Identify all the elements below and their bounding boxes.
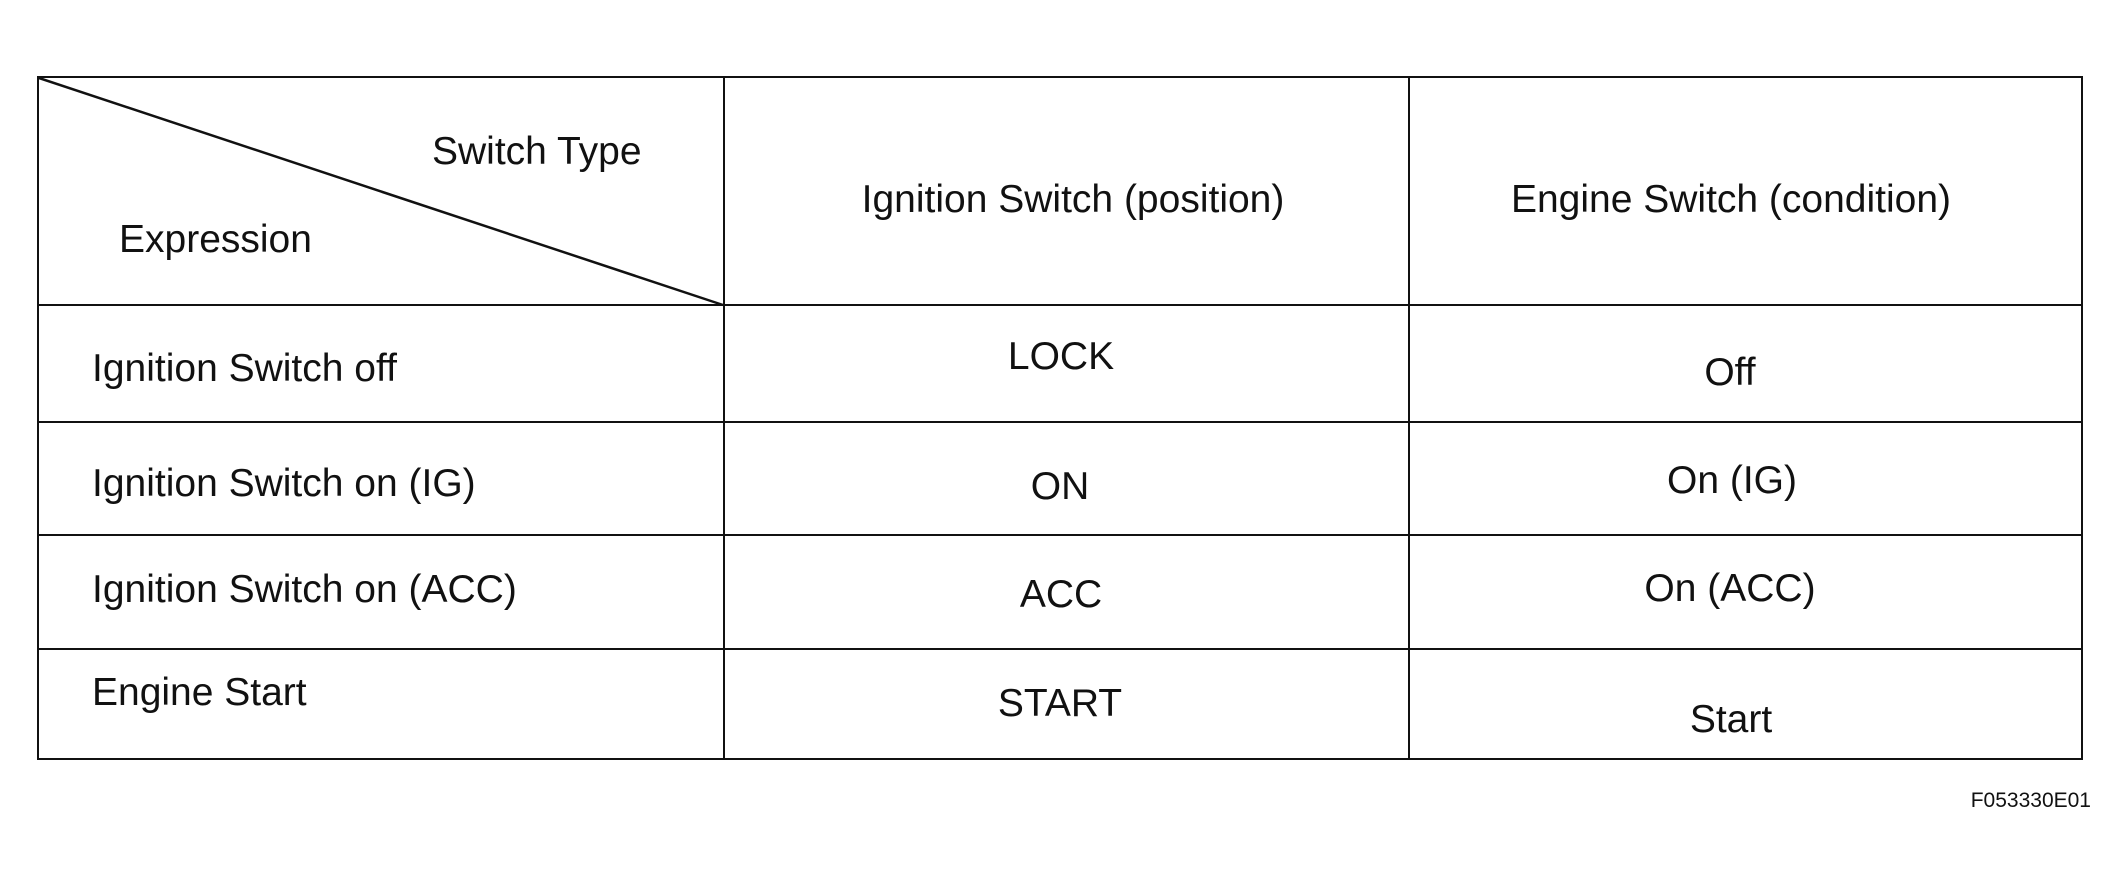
row-divider bbox=[39, 421, 2081, 423]
header-corner-switch-type: Switch Type bbox=[432, 130, 642, 173]
row-divider bbox=[39, 648, 2081, 650]
column-divider bbox=[1408, 78, 1410, 758]
row-expression: Engine Start bbox=[92, 671, 307, 714]
row-position: LOCK bbox=[1007, 335, 1115, 378]
row-condition: Start bbox=[1689, 698, 1773, 741]
row-divider bbox=[39, 534, 2081, 536]
row-position: START bbox=[997, 682, 1123, 725]
row-position: ACC bbox=[1019, 573, 1103, 616]
row-expression: Ignition Switch off bbox=[92, 347, 397, 390]
row-condition: On (ACC) bbox=[1644, 567, 1816, 610]
switch-table: Switch Type Expression Ignition Switch (… bbox=[37, 76, 2083, 760]
row-condition: Off bbox=[1704, 351, 1756, 394]
row-divider bbox=[39, 304, 2081, 306]
column-divider bbox=[723, 78, 725, 758]
row-position: ON bbox=[1030, 465, 1090, 508]
header-corner-expression: Expression bbox=[119, 218, 312, 261]
row-expression: Ignition Switch on (ACC) bbox=[92, 568, 517, 611]
row-condition: On (IG) bbox=[1666, 459, 1798, 502]
row-expression: Ignition Switch on (IG) bbox=[92, 462, 476, 505]
corner-diagonal-line bbox=[39, 78, 724, 307]
figure-code: F053330E01 bbox=[1970, 789, 2091, 812]
header-engine-switch-condition: Engine Switch (condition) bbox=[1510, 178, 1952, 221]
header-ignition-switch-position: Ignition Switch (position) bbox=[861, 178, 1285, 221]
